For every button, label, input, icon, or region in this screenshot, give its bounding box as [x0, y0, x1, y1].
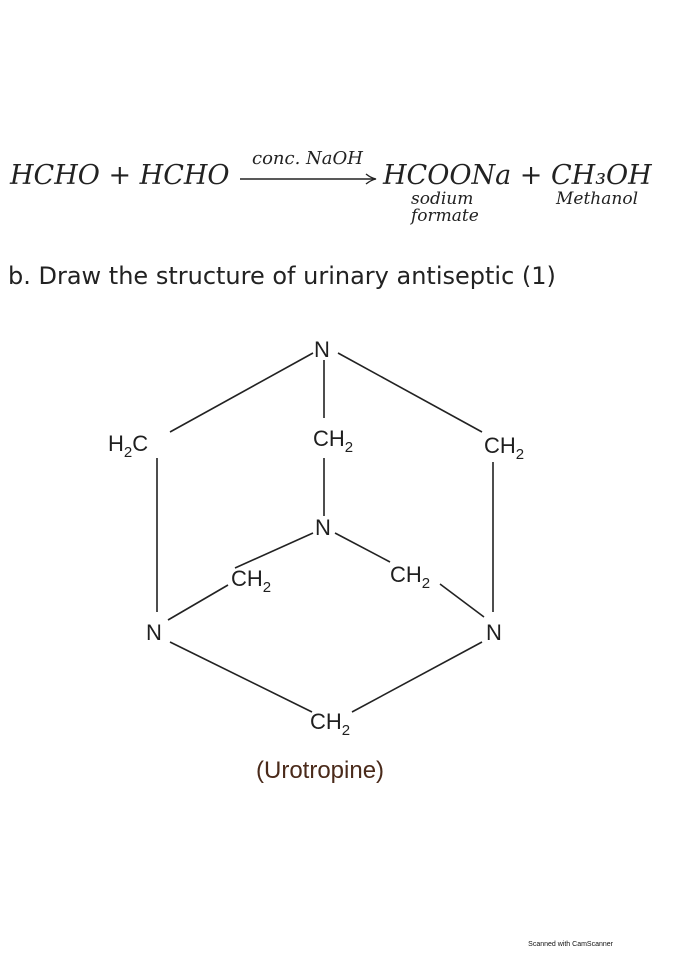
reaction-condition: conc. NaOH	[252, 148, 363, 169]
structure-caption: (Urotropine)	[256, 757, 384, 784]
urotropine-structure: N H2C CH2 CH2 N CH2 CH2 N N CH2 (Urotrop…	[108, 337, 524, 784]
atom-ch2-inner-right: CH2	[390, 562, 430, 592]
reaction-arrow	[240, 173, 377, 185]
bond-ntop-ch2right	[337, 352, 483, 433]
atom-n-mid: N	[315, 515, 331, 540]
products: HCOONa + CH₃OH	[383, 160, 652, 191]
atom-n-left: N	[146, 620, 162, 645]
atom-ch2-left: H2C	[108, 431, 148, 461]
product1-label-line2: formate	[411, 206, 479, 226]
bond-ntop-ch2left	[169, 352, 314, 433]
scanner-watermark: Scanned with CamScanner	[528, 941, 613, 948]
bond-ch2innerright-nright	[439, 583, 485, 618]
bond-nright-ch2bottom	[351, 641, 483, 713]
bond-ch2innerleft-nleft	[167, 584, 229, 621]
atom-ch2-center: CH2	[313, 426, 353, 456]
bond-nmid-ch2innerleft	[234, 532, 314, 569]
atom-n-top: N	[314, 337, 330, 362]
atom-ch2-inner-left: CH2	[231, 566, 271, 596]
atom-ch2-bottom: CH2	[310, 709, 350, 739]
question-text: b. Draw the structure of urinary antisep…	[8, 262, 556, 290]
atom-ch2-right: CH2	[484, 433, 524, 463]
product1-label-line1: sodium	[411, 189, 474, 209]
atom-n-right: N	[486, 620, 502, 645]
bond-nleft-ch2bottom	[169, 641, 313, 713]
product2-label: Methanol	[556, 189, 639, 209]
reactants: HCHO + HCHO	[10, 160, 230, 191]
bond-nmid-ch2innerright	[334, 532, 391, 563]
